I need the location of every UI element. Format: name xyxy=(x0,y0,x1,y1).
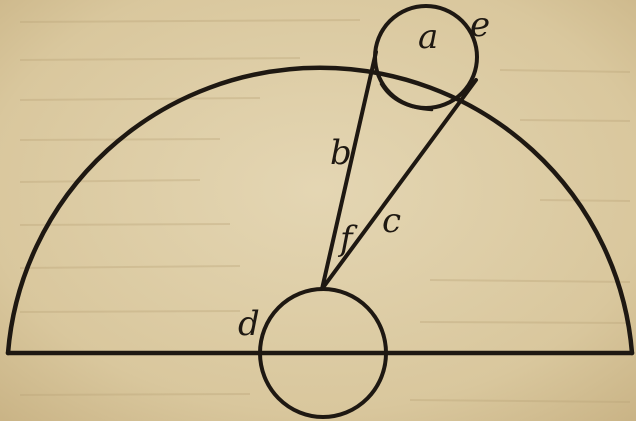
label-e: e xyxy=(470,5,490,45)
line-b xyxy=(320,50,378,291)
large-semicircle-arc xyxy=(5,65,635,356)
label-b: b xyxy=(330,133,352,173)
label-a: a xyxy=(418,17,438,57)
label-d: d xyxy=(238,304,260,344)
label-c: c xyxy=(382,201,401,241)
circle-a-inner-arc xyxy=(379,82,434,112)
line-c xyxy=(320,78,478,291)
